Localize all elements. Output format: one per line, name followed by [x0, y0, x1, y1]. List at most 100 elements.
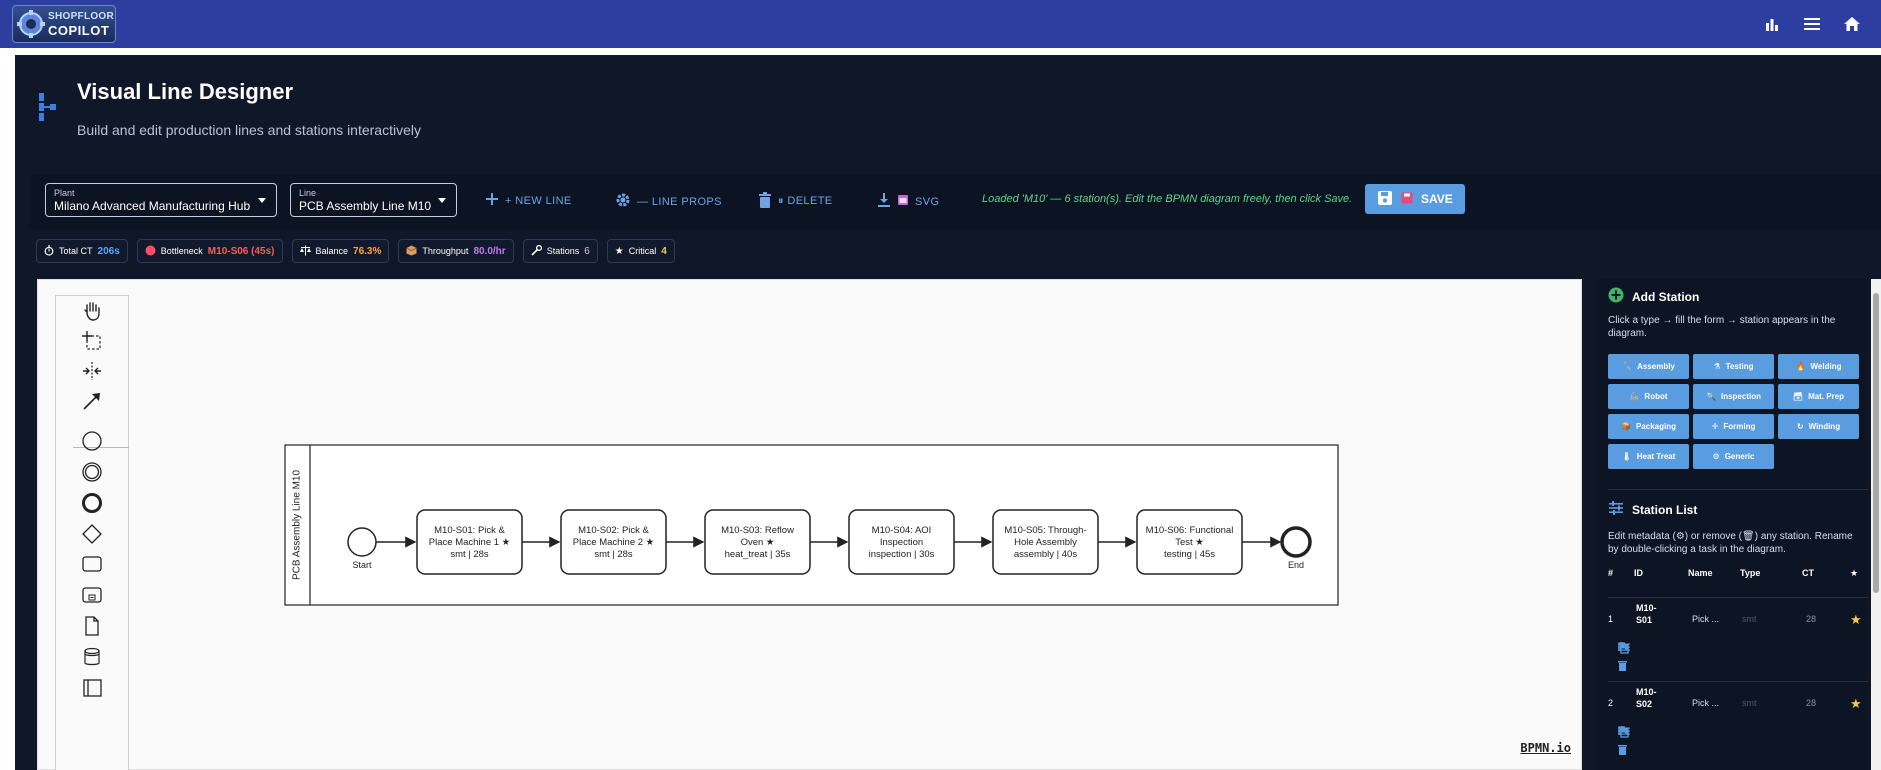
trash-icon[interactable] — [1618, 660, 1627, 673]
bpmn-canvas[interactable]: PCB Assembly Line M10 Start End M10-S01:… — [37, 279, 1582, 770]
type-winding-button[interactable]: ↻Winding — [1778, 414, 1859, 439]
row-type[interactable]: smt — [1742, 614, 1757, 624]
gear-icon: ⚙ — [1712, 452, 1720, 461]
task-m10-s01[interactable]: M10-S01: Pick & Place Machine 1 ★ smt | … — [416, 509, 523, 575]
kpi-label: Bottleneck — [160, 246, 203, 256]
end-event[interactable] — [1280, 526, 1312, 558]
line-props-label: — LINE PROPS — [637, 195, 722, 208]
type-label: Assembly — [1637, 362, 1675, 371]
kpi-label: Throughput — [422, 246, 469, 256]
start-event[interactable] — [347, 527, 377, 557]
type-label: Testing — [1725, 362, 1754, 371]
task-line: inspection | 30s — [869, 549, 935, 560]
type-assembly-button[interactable]: 🔧Assembly — [1608, 354, 1689, 379]
type-robot-button[interactable]: 🦾Robot — [1608, 384, 1689, 409]
delete-button[interactable]: ⏸ DELETE — [758, 192, 833, 211]
duplicate-icon[interactable] — [1618, 642, 1629, 656]
app-logo[interactable]: SHOPFLOOR COPILOT — [12, 5, 116, 43]
end-event-icon[interactable] — [74, 488, 110, 518]
task-m10-s03[interactable]: M10-S03: Reflow Oven ★ heat_treat | 35s — [704, 509, 811, 575]
line-props-button[interactable]: — LINE PROPS — [615, 192, 722, 211]
space-tool-icon[interactable] — [74, 356, 110, 386]
task-m10-s05[interactable]: M10-S05: Through- Hole Assembly assembly… — [992, 509, 1099, 575]
new-line-button[interactable]: + NEW LINE — [485, 192, 572, 209]
table-row[interactable]: 2 M10-S02 Pick ... smt 28 ★ — [1608, 681, 1868, 765]
task-line: testing | 45s — [1164, 549, 1215, 560]
kpi-balance: Balance 76.3% — [291, 239, 390, 263]
task-line: smt | 28s — [450, 549, 489, 560]
kpi-bar: Total CT 206s Bottleneck M10-S06 (45s) B… — [36, 239, 675, 263]
station-table-header: # ID Name Type CT ★ — [1608, 568, 1864, 584]
duplicate-icon[interactable] — [1618, 726, 1629, 740]
task-line: M10-S01: Pick & — [434, 525, 505, 536]
col-name: Name — [1688, 568, 1713, 578]
type-label: Heat Treat — [1636, 452, 1676, 461]
svg-text:M10-S05: Through-: M10-S05: Through- — [1004, 525, 1086, 536]
row-ct[interactable]: 28 — [1806, 614, 1817, 624]
line-select[interactable]: Line PCB Assembly Line M10 — [290, 183, 457, 217]
row-ct[interactable]: 28 — [1806, 698, 1817, 708]
type-generic-button[interactable]: ⚙ Generic — [1693, 444, 1774, 469]
critical-star-icon[interactable]: ★ — [1850, 696, 1862, 711]
task-line: Place Machine 1 ★ — [429, 537, 511, 548]
logo-gear-icon — [16, 9, 46, 39]
type-inspection-button[interactable]: 🔍Inspection — [1693, 384, 1774, 409]
kpi-value: 80.0/hr — [473, 245, 506, 257]
row-type[interactable]: smt — [1742, 698, 1757, 708]
type-label: Generic — [1724, 452, 1755, 461]
start-event-icon[interactable] — [74, 426, 110, 456]
type-welding-button[interactable]: 🔥Welding — [1778, 354, 1859, 379]
task-icon[interactable] — [74, 549, 110, 579]
connect-tool-icon[interactable] — [74, 386, 110, 416]
data-store-icon[interactable] — [74, 642, 110, 672]
gateway-icon[interactable] — [74, 519, 110, 549]
svg-label: SVG — [915, 195, 940, 208]
station-list-title: Station List — [1632, 502, 1698, 517]
task-line: assembly | 40s — [1014, 549, 1077, 560]
trash-icon[interactable] — [1618, 744, 1627, 757]
task-m10-s06[interactable]: M10-S06: Functional Test ★ testing | 45s — [1136, 509, 1243, 575]
type-forming-button[interactable]: ✛Forming — [1693, 414, 1774, 439]
add-station-title: Add Station — [1632, 289, 1700, 304]
row-name[interactable]: Pick ... — [1692, 698, 1720, 708]
task-line: Test ★ — [1175, 537, 1204, 548]
type-mat-prep-button[interactable]: 🗃Mat. Prep — [1778, 384, 1859, 409]
edit-metadata-icon[interactable] — [1618, 642, 1630, 654]
row-num: 1 — [1608, 614, 1614, 624]
task-m10-s04[interactable]: M10-S04: AOI Inspection inspection | 30s — [848, 509, 955, 575]
lasso-tool-icon[interactable] — [74, 326, 110, 356]
bpmn-diagram: PCB Assembly Line M10 Start End M10-S01:… — [284, 444, 1339, 606]
edit-metadata-icon[interactable] — [1618, 726, 1630, 738]
plant-select[interactable]: Plant Milano Advanced Manufacturing Hub — [45, 183, 277, 217]
type-packaging-button[interactable]: 📦Packaging — [1608, 414, 1689, 439]
page-header: Visual Line Designer Build and edit prod… — [15, 55, 1881, 173]
home-icon[interactable] — [1841, 13, 1863, 35]
save-button[interactable]: SAVE — [1365, 184, 1465, 214]
task-m10-s02[interactable]: M10-S02: Pick & Place Machine 2 ★ smt | … — [560, 509, 667, 575]
data-object-icon[interactable] — [74, 611, 110, 641]
bpmn-io-watermark[interactable]: BPMN.io — [1520, 741, 1571, 755]
svg-text:M10-S01: Pick &: M10-S01: Pick & — [434, 525, 505, 536]
download-icon — [877, 192, 891, 211]
svg-text:testing | 45s: testing | 45s — [1164, 549, 1215, 560]
panel-scrollbar[interactable] — [1871, 279, 1881, 770]
menu-icon[interactable] — [1801, 13, 1823, 35]
wrench-icon — [531, 244, 542, 258]
table-row[interactable]: 1 M10-S01 Pick ... smt 28 ★ — [1608, 597, 1868, 681]
status-message: Loaded 'M10' — 6 station(s). Edit the BP… — [982, 193, 1353, 205]
row-id: M10-S02 — [1636, 687, 1657, 709]
logo-text-bottom: COPILOT — [48, 22, 110, 38]
hand-tool-icon[interactable] — [74, 296, 110, 326]
type-testing-button[interactable]: ⚗Testing — [1693, 354, 1774, 379]
export-svg-button[interactable]: SVG — [877, 192, 939, 211]
pool-icon[interactable] — [74, 672, 110, 702]
bar-chart-icon[interactable] — [1761, 13, 1783, 35]
save-small-icon — [1401, 192, 1413, 207]
intermediate-event-icon[interactable] — [74, 457, 110, 487]
row-name[interactable]: Pick ... — [1692, 614, 1720, 624]
subprocess-icon[interactable] — [74, 580, 110, 610]
critical-star-icon[interactable]: ★ — [1850, 612, 1862, 627]
kpi-label: Stations — [546, 246, 580, 256]
type-heat-treat-button[interactable]: 🌡Heat Treat — [1608, 444, 1689, 469]
scrollbar-thumb[interactable] — [1873, 293, 1879, 593]
